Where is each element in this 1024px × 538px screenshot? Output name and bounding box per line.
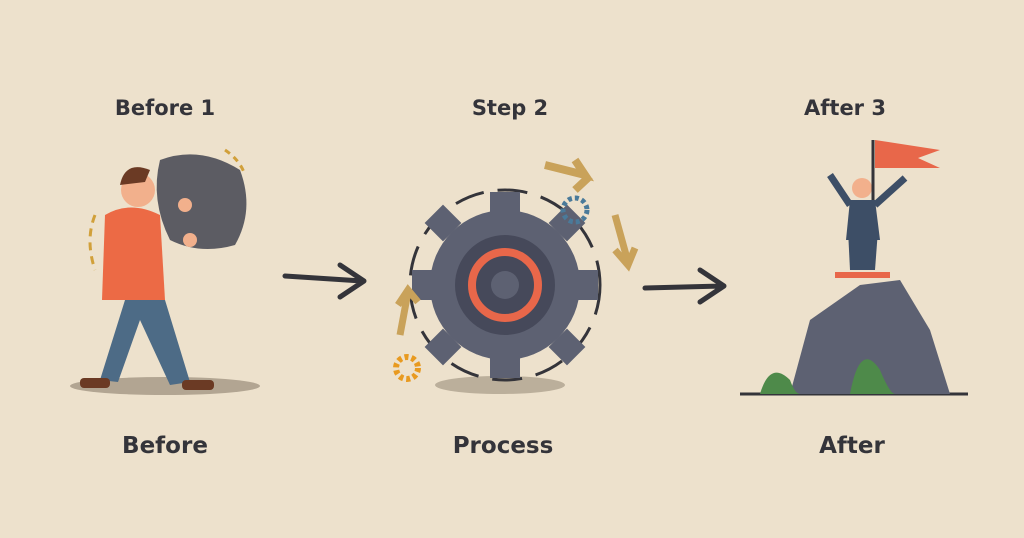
stage-caption-after: After [819, 433, 885, 459]
stage-heading-after: After 3 [804, 96, 886, 120]
person-carrying-rock-illustration [70, 148, 260, 395]
person-on-summit-illustration [740, 140, 968, 396]
gear-process-illustration [393, 157, 639, 394]
arrow-icon [282, 262, 367, 300]
stage-caption-process: Process [452, 433, 554, 459]
stage-heading-step: Step 2 [471, 96, 549, 120]
stage-heading-before: Before 1 [114, 96, 216, 120]
stage-caption-before: Before [122, 433, 208, 459]
arrow-icon [642, 267, 727, 305]
